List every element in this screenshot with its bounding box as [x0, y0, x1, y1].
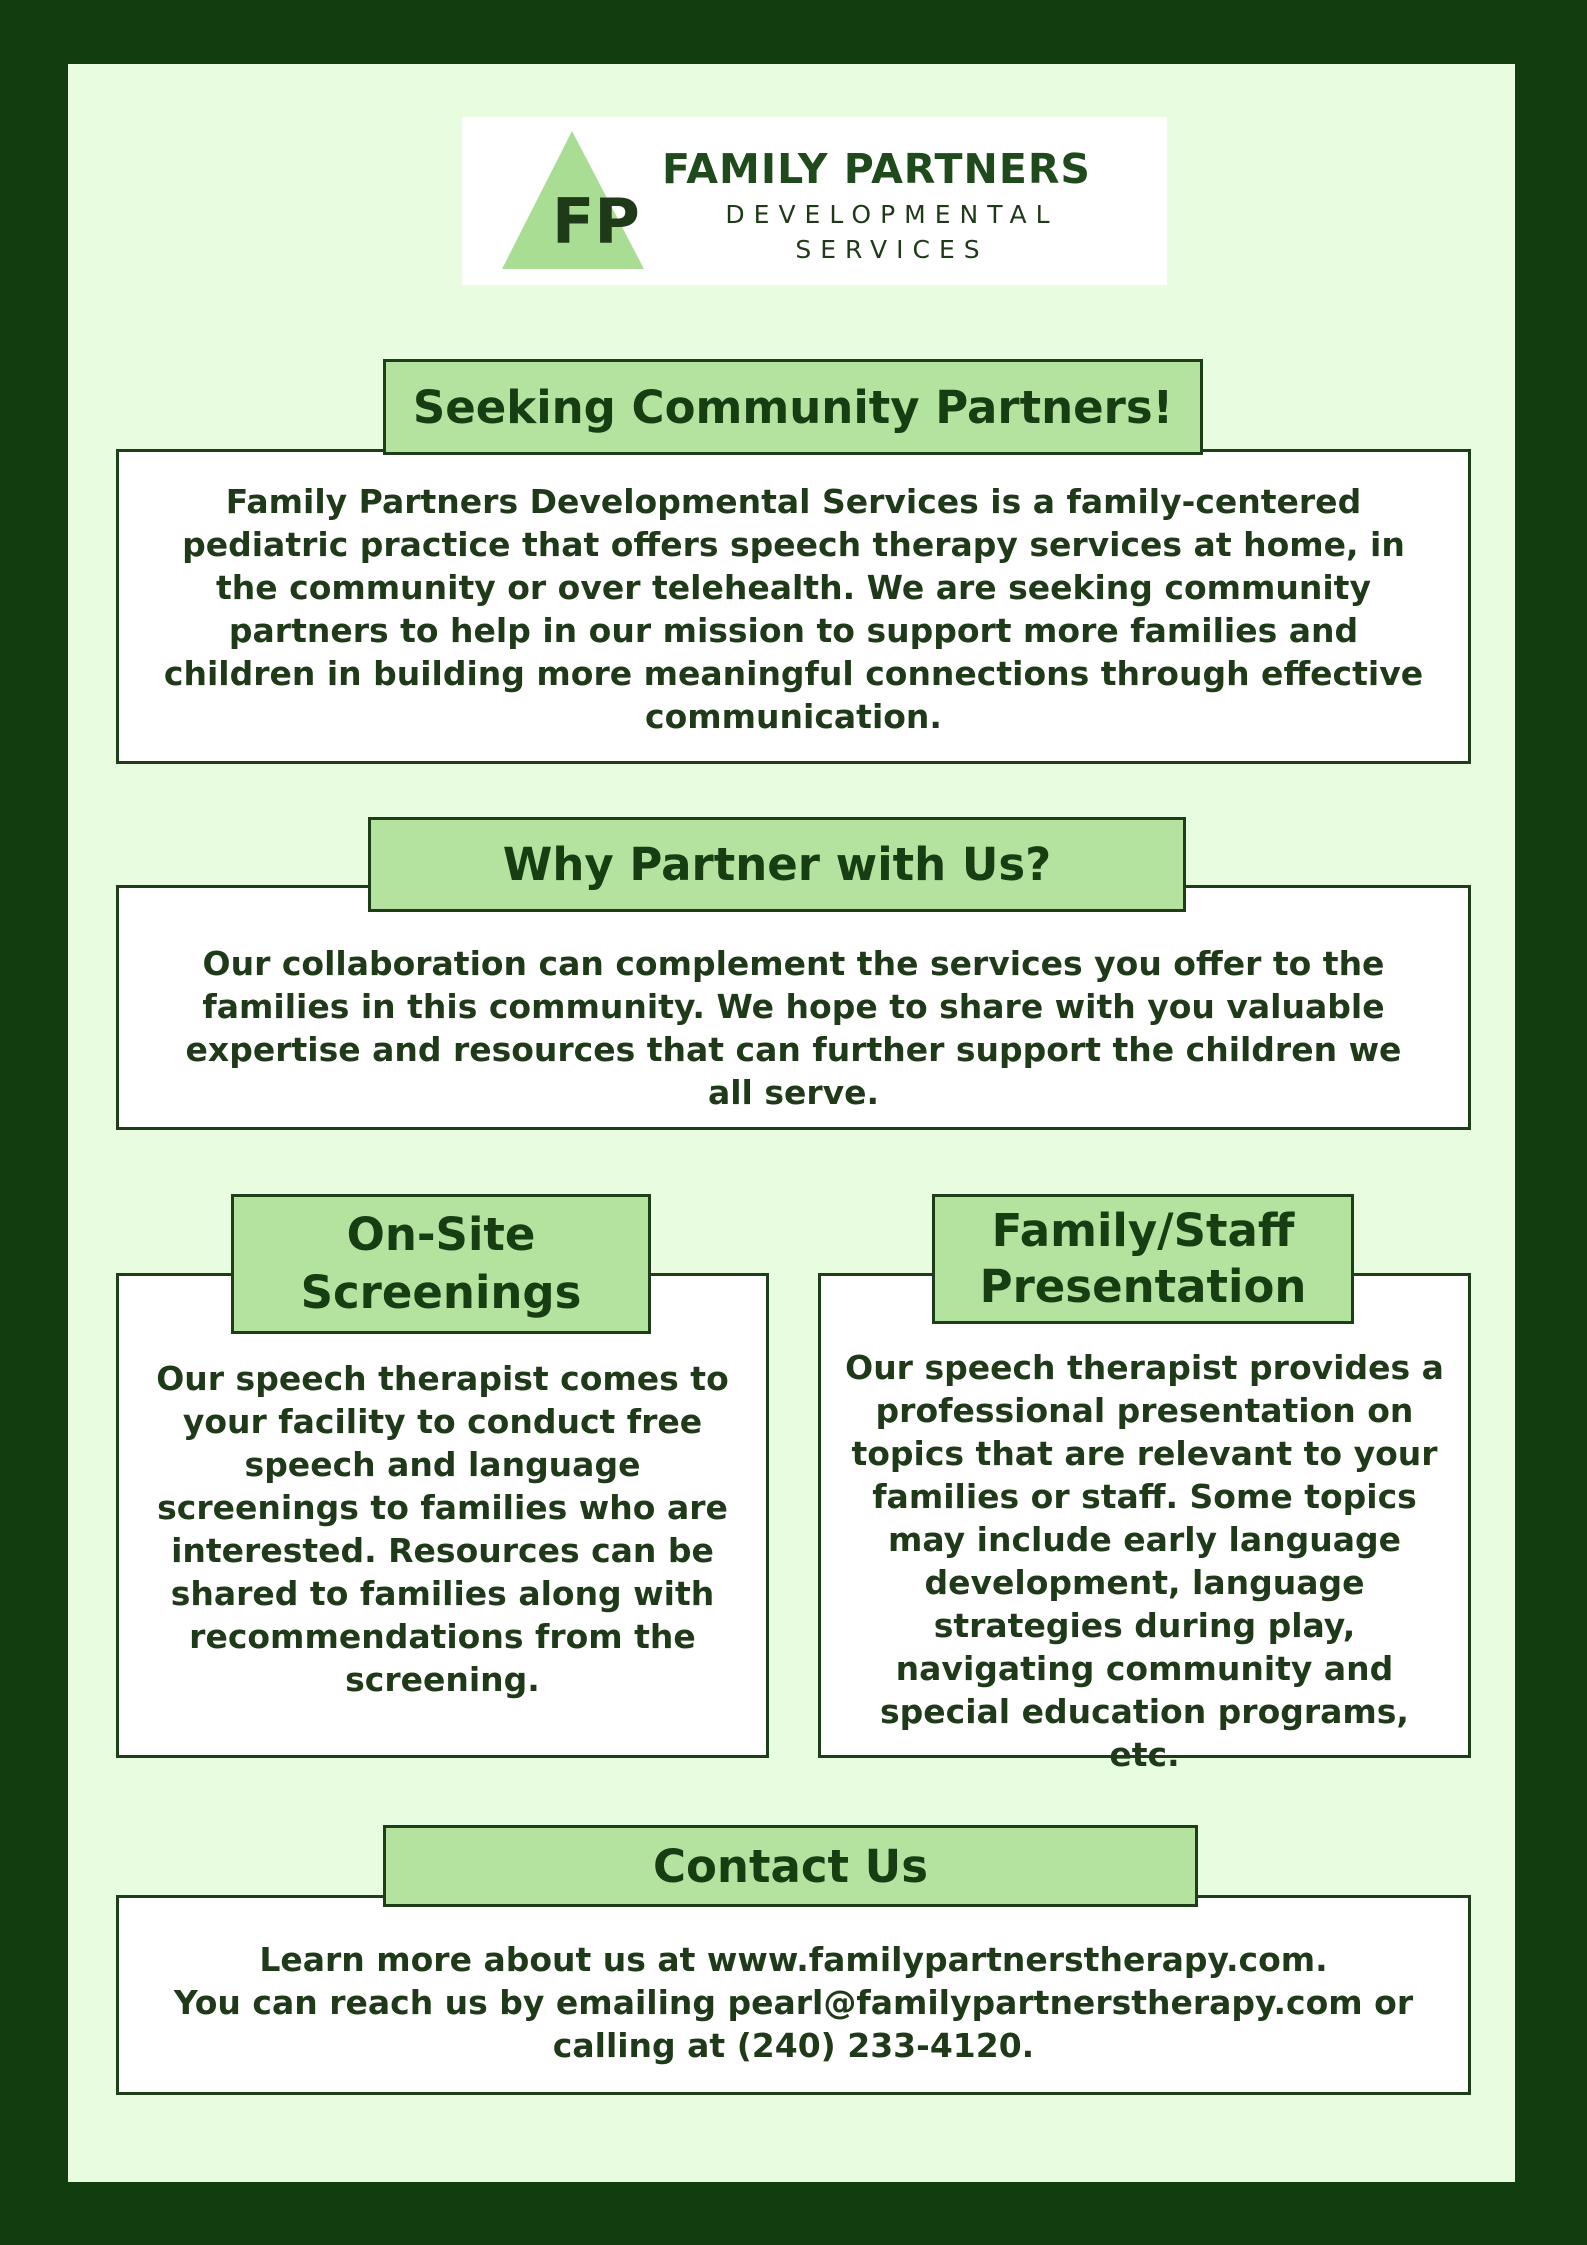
logo-subtitle-line2: SERVICES: [795, 235, 989, 264]
seeking-heading: Seeking Community Partners!: [383, 359, 1203, 455]
onsite-heading-line2: Screenings: [300, 1266, 582, 1319]
presentation-box: Our speech therapist provides a professi…: [818, 1273, 1471, 1774]
logo-triangle-icon: FP: [502, 131, 644, 269]
logo-subtitle-line1: DEVELOPMENTAL: [725, 200, 1059, 229]
contact-heading: Contact Us: [383, 1825, 1198, 1907]
seeking-body: Family Partners Developmental Services i…: [163, 482, 1424, 736]
presentation-heading-line1: Family/Staff: [991, 1204, 1295, 1257]
contact-line2: You can reach us by emailing pearl@famil…: [173, 1983, 1414, 2065]
presentation-body: Our speech therapist provides a professi…: [845, 1348, 1444, 1774]
presentation-heading: Family/Staff Presentation: [932, 1194, 1354, 1324]
logo-monogram: FP: [552, 185, 640, 258]
contact-box: Learn more about us at www.familypartner…: [116, 1895, 1471, 2095]
why-box: Our collaboration can complement the ser…: [116, 885, 1471, 1130]
seeking-box: Family Partners Developmental Services i…: [116, 449, 1471, 764]
onsite-body: Our speech therapist comes to your facil…: [156, 1359, 729, 1699]
contact-text: Learn more about us at www.familypartner…: [119, 1938, 1468, 2067]
onsite-heading-line1: On-Site: [346, 1208, 536, 1261]
logo-name: FAMILY PARTNERS: [662, 145, 1091, 193]
why-body: Our collaboration can complement the ser…: [185, 944, 1402, 1112]
presentation-heading-line2: Presentation: [979, 1260, 1307, 1313]
onsite-heading: On-Site Screenings: [231, 1194, 651, 1334]
why-heading: Why Partner with Us?: [368, 817, 1186, 912]
onsite-box: Our speech therapist comes to your facil…: [116, 1273, 769, 1758]
contact-line1: Learn more about us at www.familypartner…: [259, 1940, 1328, 1979]
logo: FP FAMILY PARTNERS DEVELOPMENTAL SERVICE…: [462, 117, 1167, 285]
